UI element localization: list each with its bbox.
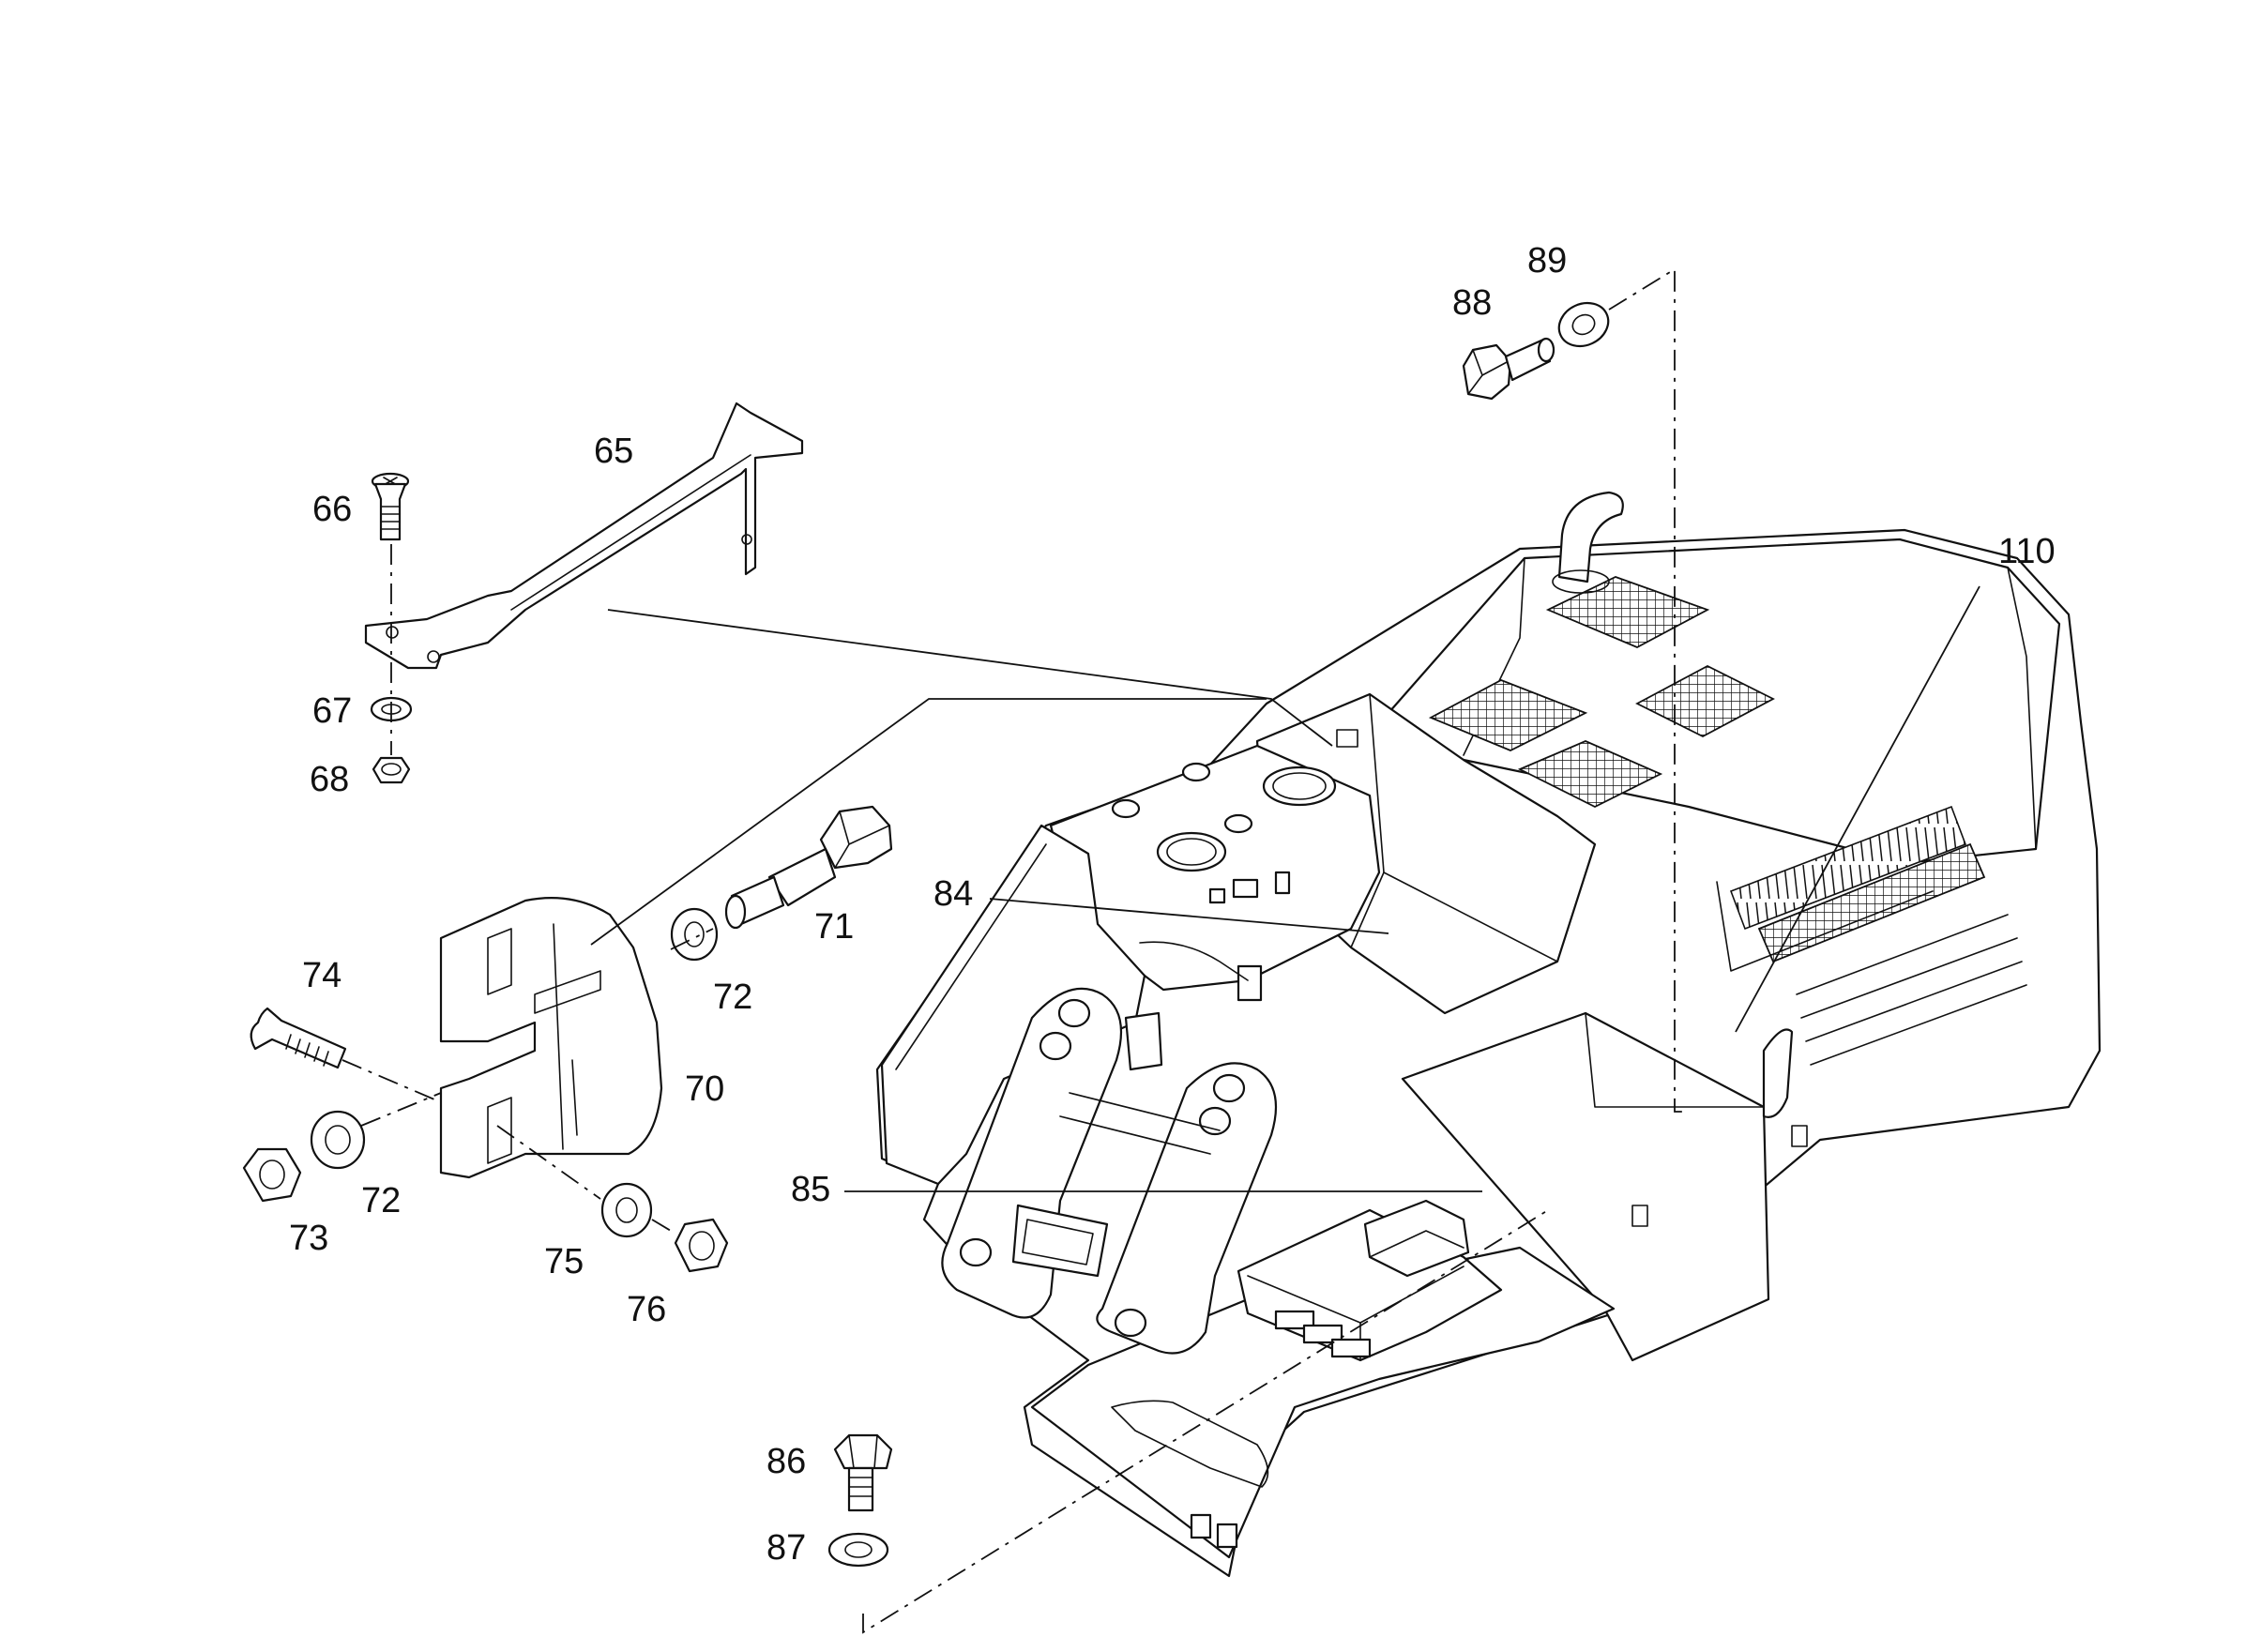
part-86-bolt xyxy=(833,1433,893,1512)
part-87-washer xyxy=(827,1532,889,1568)
part-72-washer-upper xyxy=(670,907,719,962)
callout-85: 85 xyxy=(791,1170,830,1209)
callout-71: 71 xyxy=(814,907,854,947)
part-72-washer-lower xyxy=(310,1110,366,1170)
part-70-bracket-plate xyxy=(439,897,663,1179)
leader-lines xyxy=(341,267,1980,1634)
part-65-mounting-bar xyxy=(364,402,804,670)
part-74-bolt xyxy=(250,1007,347,1069)
engine-cover-grille-4 xyxy=(1635,664,1775,738)
callout-labels: 65 66 67 68 70 71 72 72 73 74 75 76 84 8… xyxy=(289,241,2056,1568)
callout-65: 65 xyxy=(594,432,633,471)
callout-67: 67 xyxy=(312,691,352,731)
callout-72-lower: 72 xyxy=(361,1181,401,1220)
callout-74: 74 xyxy=(302,956,341,995)
side-grille xyxy=(1757,842,1986,963)
engine-cover-grille-2 xyxy=(1428,679,1588,751)
part-71-pin xyxy=(724,805,893,930)
boom-foot-bracket-left xyxy=(941,987,1123,1319)
part-89-washer xyxy=(1557,301,1610,348)
part-66-screw xyxy=(371,472,410,541)
part-73-nut xyxy=(242,1147,302,1203)
part-68-nut xyxy=(372,756,411,784)
engine-cover-grille-1 xyxy=(1545,576,1710,648)
boom-foot-bracket-right xyxy=(1096,1062,1278,1355)
part-76-nut xyxy=(674,1218,729,1273)
part-88-bolt xyxy=(1462,337,1555,401)
upper-frame-assembly xyxy=(875,491,2102,1578)
callout-75: 75 xyxy=(544,1242,584,1281)
callout-84: 84 xyxy=(933,874,973,914)
callout-66: 66 xyxy=(312,490,352,529)
callout-68: 68 xyxy=(310,760,349,799)
callout-88: 88 xyxy=(1452,283,1492,323)
callout-110: 110 xyxy=(1998,532,2056,571)
callout-89: 89 xyxy=(1527,241,1567,280)
callout-72-upper: 72 xyxy=(713,978,752,1017)
callout-86: 86 xyxy=(766,1442,806,1481)
engine-cover-grille-3 xyxy=(1517,740,1663,809)
exhaust-pipe xyxy=(1557,491,1624,584)
rear-louvre-panel xyxy=(1729,805,1967,931)
part-75-washer xyxy=(600,1182,653,1238)
callout-76: 76 xyxy=(627,1290,666,1329)
callout-87: 87 xyxy=(766,1528,806,1568)
callout-73: 73 xyxy=(289,1219,328,1258)
callout-70: 70 xyxy=(685,1069,724,1109)
